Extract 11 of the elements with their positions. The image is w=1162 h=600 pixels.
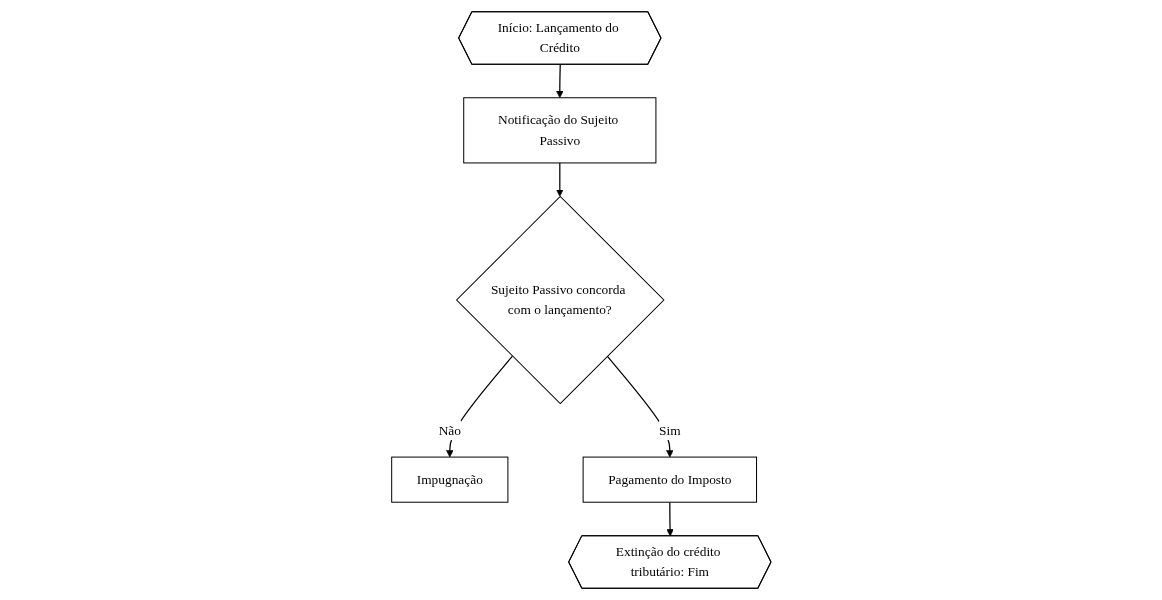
arrow xyxy=(555,64,564,99)
edge-label: Sim xyxy=(658,422,681,438)
node-box: Pagamento do Imposto xyxy=(582,456,757,503)
arrow xyxy=(606,355,674,458)
arrow xyxy=(555,162,564,197)
node-box: Impugnação xyxy=(390,456,509,503)
edge-label: Não xyxy=(438,422,461,438)
node-box: Notificação do Sujeito Passivo xyxy=(462,97,657,164)
arrow xyxy=(666,501,674,537)
arrow xyxy=(445,355,513,458)
node-diamond: Sujeito Passivo concorda com o lançamento? xyxy=(455,195,664,405)
